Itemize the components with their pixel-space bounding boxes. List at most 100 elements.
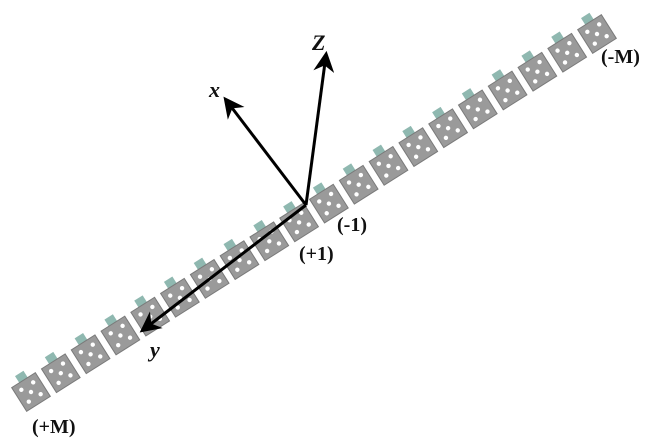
element-mount-hole: [88, 352, 93, 357]
element-mount-hole: [179, 285, 185, 291]
element-connector-tab: [581, 12, 595, 26]
element-mount-hole: [235, 267, 240, 272]
element-mount-hole: [592, 41, 598, 46]
element-connector-tab: [461, 88, 476, 102]
element-mount-hole: [596, 22, 602, 27]
element-mount-hole: [507, 78, 512, 84]
y-axis-arrow: [139, 203, 307, 333]
element-mount-hole: [118, 333, 123, 338]
element-mount-hole: [376, 161, 382, 166]
element-connector-tab: [104, 314, 118, 328]
array-element-minus-7: [487, 69, 528, 111]
element-mount-hole: [28, 389, 34, 395]
element-mount-hole: [436, 123, 441, 129]
element-mount-hole: [406, 142, 411, 148]
element-mount-hole: [56, 380, 61, 386]
element-mount-hole: [416, 144, 421, 150]
element-mount-hole: [227, 255, 233, 261]
element-mount-hole: [485, 109, 490, 114]
array-element-minus-3: [368, 144, 409, 186]
element-mount-hole: [328, 191, 334, 197]
element-connector-tab: [312, 182, 327, 196]
element-mount-hole: [48, 368, 54, 374]
element-mount-hole: [477, 97, 483, 102]
element-mount-hole: [562, 60, 568, 65]
element-mount-hole: [594, 31, 600, 37]
element-mount-hole: [264, 248, 270, 254]
element-mount-hole: [465, 105, 471, 110]
element-mount-hole: [276, 241, 282, 246]
array-element-minus-6: [457, 88, 498, 130]
element-mount-hole: [445, 125, 451, 131]
z-axis-arrow: [304, 50, 335, 206]
label-minus-one: (-1): [337, 214, 367, 236]
element-connector-tab: [223, 238, 237, 252]
array-element-plus-1: [279, 201, 320, 243]
element-connector-tab: [283, 201, 297, 215]
element-mount-hole: [58, 371, 63, 376]
element-mount-hole: [116, 342, 121, 348]
coordinate-axes: [139, 50, 335, 333]
element-mount-hole: [38, 391, 43, 397]
element-mount-hole: [336, 203, 341, 208]
array-element-plus-8: [70, 333, 111, 375]
array-element-plus-9: [40, 351, 81, 394]
element-mount-hole: [356, 182, 361, 187]
x-axis-arrow: [223, 96, 308, 206]
element-mount-hole: [306, 222, 311, 227]
element-mount-hole: [384, 173, 389, 178]
element-connector-tab: [15, 370, 29, 384]
element-mount-hole: [68, 373, 73, 378]
element-mount-hole: [294, 229, 300, 235]
element-mount-hole: [585, 29, 590, 35]
array-element-plus-5: [159, 276, 200, 318]
element-mount-hole: [537, 59, 542, 65]
element-mount-hole: [127, 335, 133, 340]
element-mount-hole: [565, 50, 570, 55]
element-mount-hole: [354, 192, 359, 197]
label-minus-m: (-M): [601, 46, 640, 68]
element-mount-hole: [505, 88, 510, 93]
element-connector-tab: [491, 69, 505, 83]
array-element-minus-5: [428, 106, 469, 149]
array-element-minus-1: [308, 182, 349, 224]
element-mount-hole: [187, 297, 192, 303]
element-mount-hole: [574, 52, 580, 58]
element-mount-hole: [475, 107, 480, 112]
element-mount-hole: [60, 361, 66, 366]
element-mount-hole: [246, 260, 252, 265]
element-mount-hole: [604, 33, 609, 39]
element-mount-hole: [150, 304, 155, 310]
element-mount-hole: [495, 86, 501, 91]
element-mount-hole: [217, 278, 222, 284]
array-element-minus-10: [576, 12, 618, 55]
element-connector-tab: [432, 106, 446, 120]
element-mount-hole: [418, 135, 423, 140]
element-mount-hole: [473, 116, 478, 122]
array-element-minus-8: [517, 50, 558, 92]
element-mount-hole: [395, 165, 401, 171]
element-mount-hole: [317, 199, 322, 204]
element-mount-hole: [237, 257, 242, 263]
element-mount-hole: [388, 154, 393, 159]
label-plus-one: (+1): [299, 243, 334, 265]
element-mount-hole: [544, 71, 550, 77]
element-mount-hole: [296, 220, 302, 225]
element-mount-hole: [205, 286, 210, 291]
element-mount-hole: [19, 387, 24, 393]
element-mount-hole: [567, 40, 572, 46]
element-mount-hole: [168, 293, 173, 298]
element-mount-hole: [425, 147, 431, 152]
element-mount-hole: [535, 69, 540, 74]
element-connector-tab: [193, 257, 207, 271]
element-mount-hole: [239, 248, 244, 253]
element-connector-tab: [551, 31, 565, 45]
element-mount-hole: [98, 354, 103, 359]
element-connector-tab: [402, 125, 416, 139]
element-mount-hole: [448, 116, 453, 121]
array-element-plus-7: [100, 314, 141, 356]
element-connector-tab: [134, 295, 148, 309]
array-element-minus-9: [547, 31, 588, 73]
